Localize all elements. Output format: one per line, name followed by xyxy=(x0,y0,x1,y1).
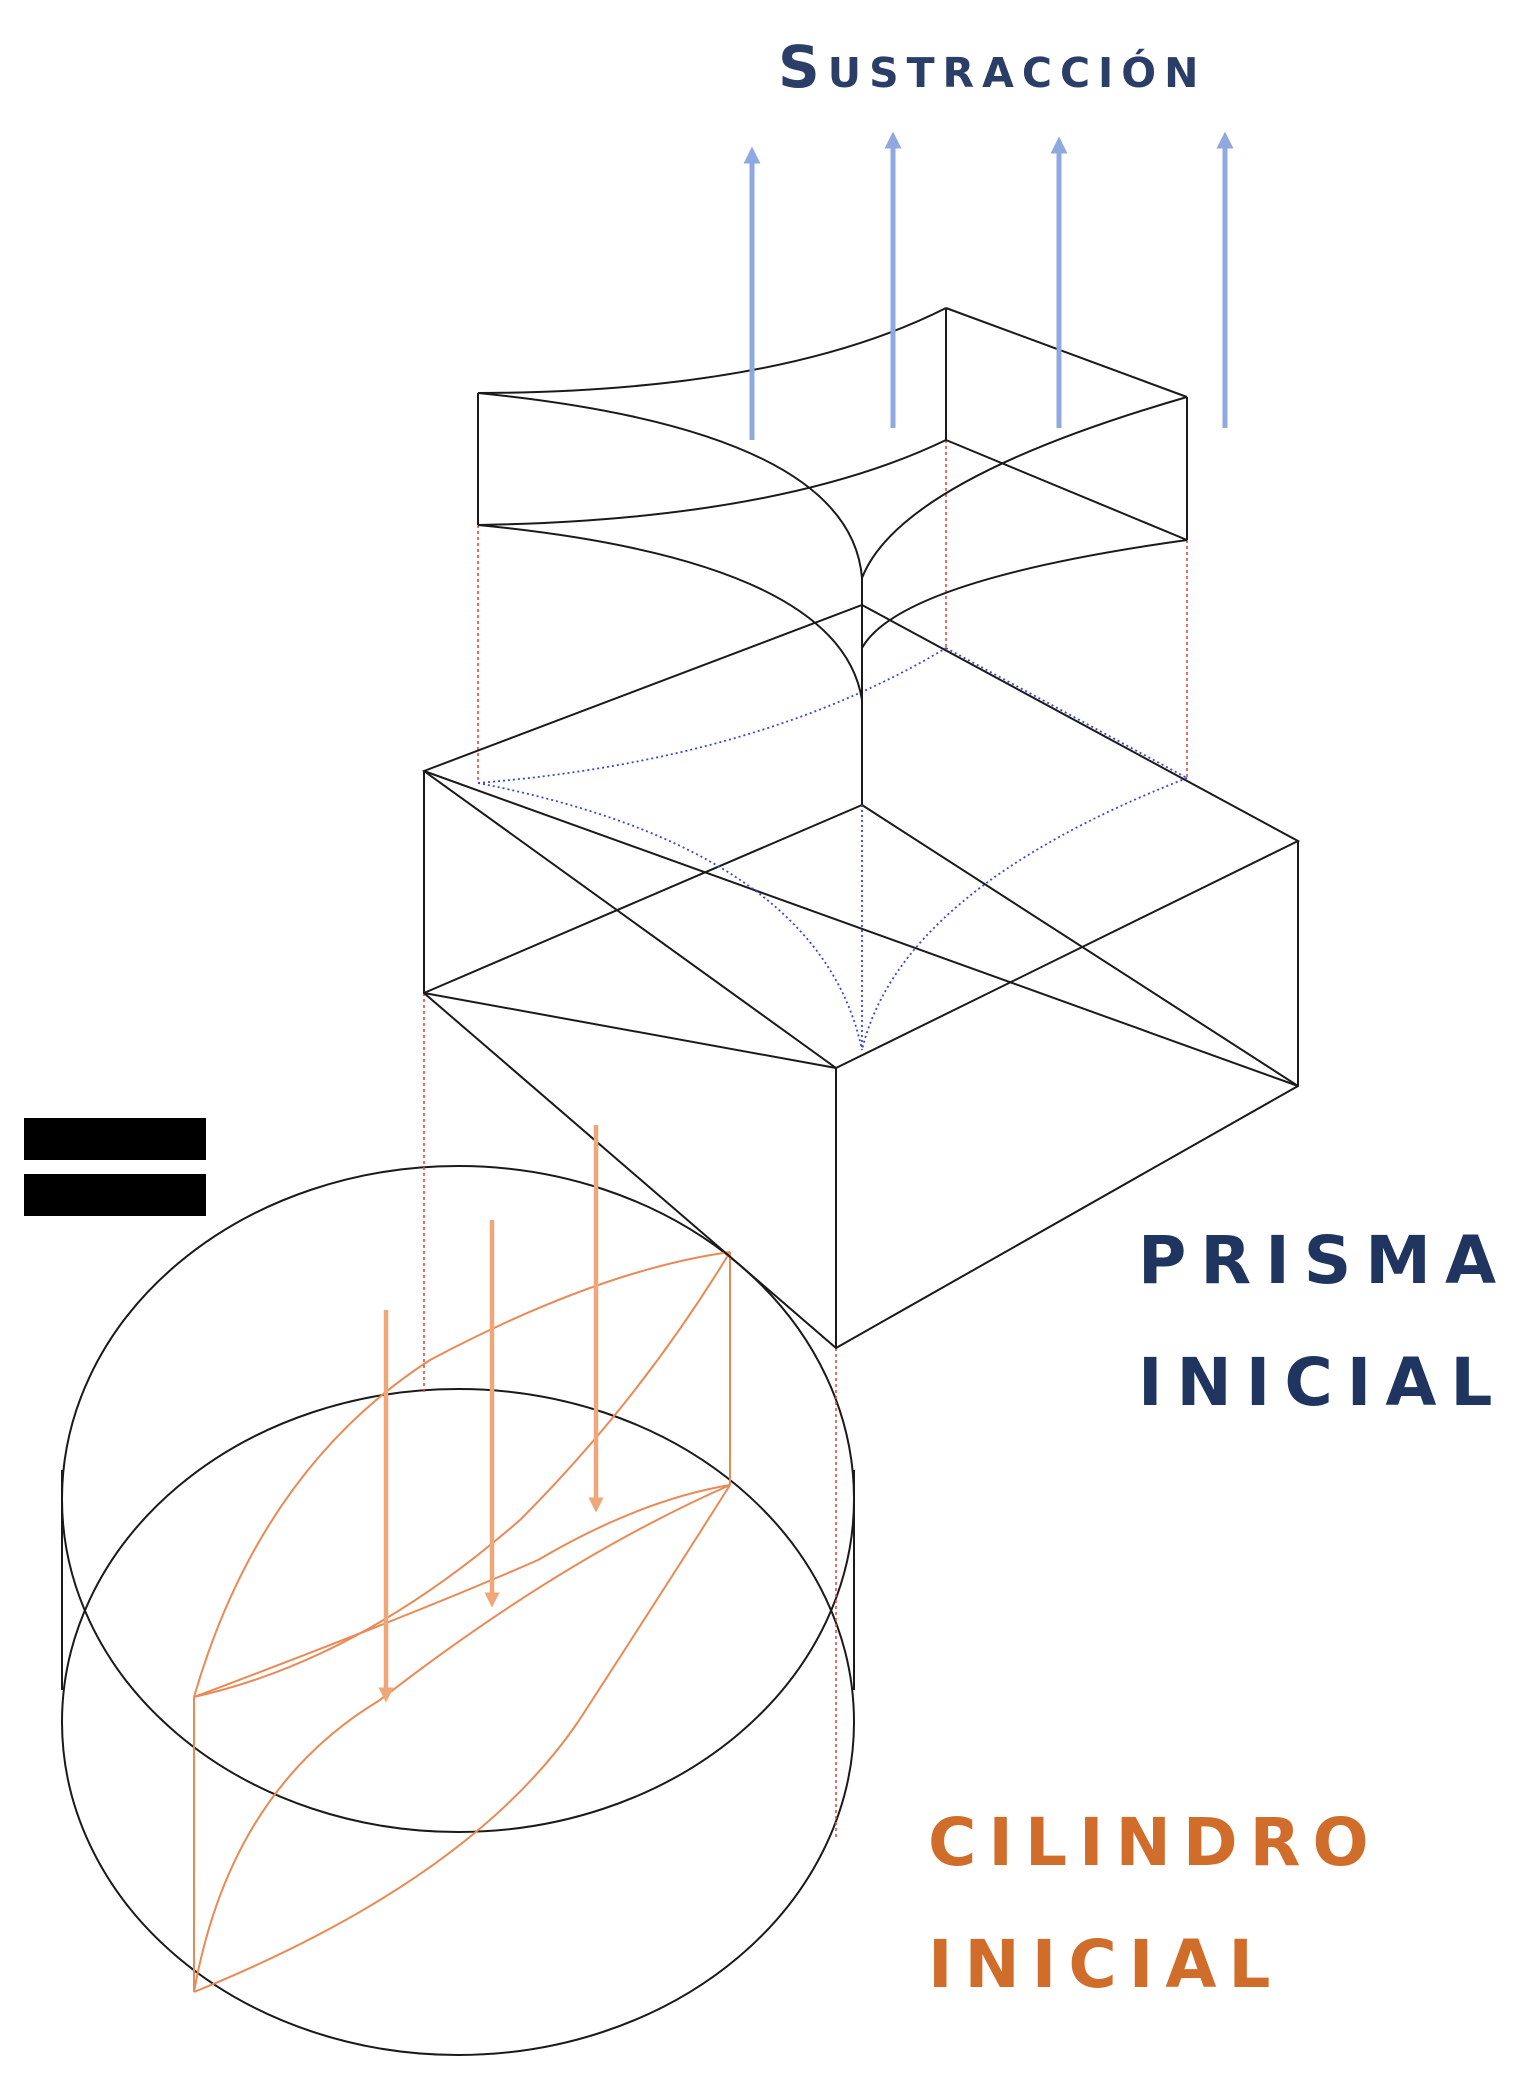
prism-label-line-2: INICIAL xyxy=(1138,1350,1510,1416)
intersection-top-edge-a xyxy=(194,1252,730,1697)
cylinder-label: CILINDRO INICIAL xyxy=(928,1810,1381,1998)
blue-curve-right-down xyxy=(862,778,1187,1050)
prism-label: PRISMA INICIAL xyxy=(1138,1228,1510,1416)
subtraction-top-front-curve xyxy=(478,308,946,393)
intersection-top-edge-b xyxy=(194,1252,730,1697)
prism-label-line-1: PRISMA xyxy=(1138,1228,1510,1294)
cylinder-outline xyxy=(62,1166,854,2055)
blue-line-top-right xyxy=(946,648,1187,778)
subtraction-bottom-front-curve xyxy=(478,440,946,525)
cylinder-intersection-shape xyxy=(194,1252,730,1992)
subtraction-top-back-edge xyxy=(946,308,1187,397)
projection-lines xyxy=(424,440,1187,1840)
equals-bar-top xyxy=(24,1118,206,1160)
cylinder-label-line-2: INICIAL xyxy=(928,1932,1381,1998)
prism-back-to-right xyxy=(862,805,1298,1086)
prism-top-left-to-right xyxy=(424,771,1298,1086)
prism-bottom-left-to-front xyxy=(424,993,836,1068)
subtraction-top-left-curve xyxy=(478,393,862,578)
blue-curve-top-left xyxy=(478,648,946,783)
subtraction-bottom-back-edge xyxy=(946,440,1187,540)
subtraction-arrows xyxy=(752,140,1225,440)
subtraction-solid xyxy=(478,308,1187,805)
cylinder-bottom-ellipse xyxy=(62,1389,854,2055)
intersection-lower-edge-b xyxy=(194,1485,730,1992)
blue-curve-left-down xyxy=(478,783,862,1050)
prism-left-to-back xyxy=(424,805,862,993)
prism-intersection-curves xyxy=(478,648,1187,1050)
equals-bar-bottom xyxy=(24,1174,206,1216)
subtraction-top-right-curve xyxy=(862,397,1187,578)
intersection-lower-edge-a xyxy=(194,1485,730,1992)
subtraction-bottom-left-curve xyxy=(478,525,862,700)
subtraction-label: Sustracción xyxy=(778,38,1206,96)
cylinder-label-line-1: CILINDRO xyxy=(928,1810,1381,1876)
cylinder-top-ellipse xyxy=(62,1166,854,1832)
